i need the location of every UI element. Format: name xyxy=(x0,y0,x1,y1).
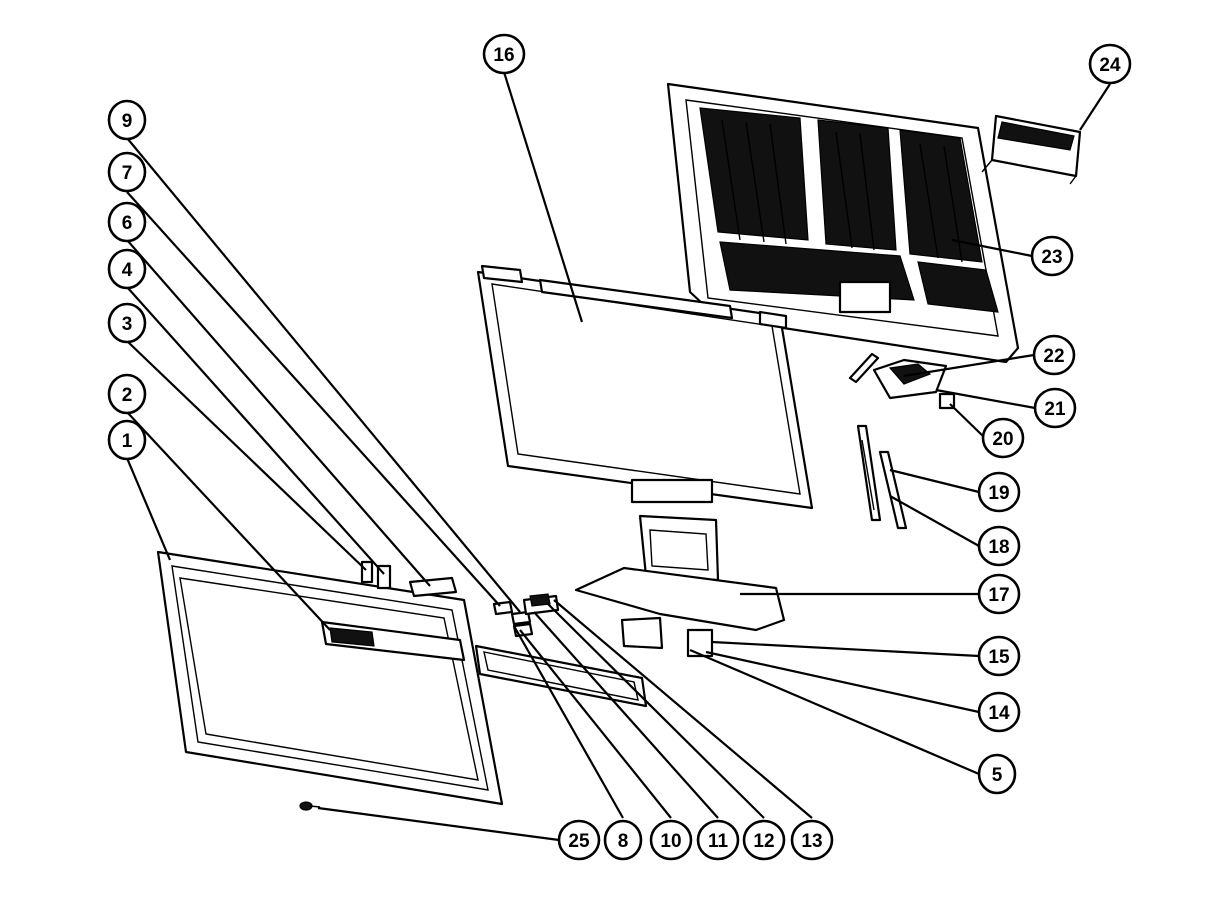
callout-label-14: 14 xyxy=(988,703,1010,724)
callout-5: 5 xyxy=(977,753,1017,795)
callout-8: 8 xyxy=(603,819,643,861)
callout-15: 15 xyxy=(977,635,1021,677)
callout-18: 18 xyxy=(977,525,1021,567)
callout-label-24: 24 xyxy=(1099,55,1121,76)
callout-label-25: 25 xyxy=(568,831,590,852)
leader-3 xyxy=(126,340,367,571)
callout-3: 3 xyxy=(107,302,147,344)
leader-25 xyxy=(317,806,560,842)
leader-lines xyxy=(125,71,1111,842)
callout-label-11: 11 xyxy=(708,831,729,852)
callout-label-5: 5 xyxy=(992,765,1003,786)
callout-label-1: 1 xyxy=(122,431,133,452)
leader-15 xyxy=(711,640,980,658)
part-top-bracket xyxy=(981,114,1082,185)
leader-20 xyxy=(949,403,986,439)
callout-25: 25 xyxy=(557,819,601,861)
leader-14 xyxy=(705,650,980,714)
leader-24 xyxy=(1079,83,1111,131)
callout-label-15: 15 xyxy=(988,647,1010,668)
callout-21: 21 xyxy=(1033,387,1077,429)
callout-label-9: 9 xyxy=(122,111,133,132)
callout-6: 6 xyxy=(107,201,147,243)
callout-label-3: 3 xyxy=(122,314,133,335)
callout-7: 7 xyxy=(107,151,147,193)
leader-2 xyxy=(126,411,331,631)
callout-13: 13 xyxy=(790,819,834,861)
callout-label-19: 19 xyxy=(988,483,1009,504)
leader-13 xyxy=(553,599,813,819)
leader-21 xyxy=(935,388,1036,410)
callout-label-7: 7 xyxy=(122,163,133,184)
part-vertical-bars xyxy=(856,424,908,530)
part-brackets-small xyxy=(848,352,956,410)
leader-7 xyxy=(126,191,501,607)
callout-label-22: 22 xyxy=(1043,346,1064,367)
part-back-cover xyxy=(666,82,1020,364)
leader-19 xyxy=(889,468,980,494)
callout-label-16: 16 xyxy=(493,45,514,66)
callout-10: 10 xyxy=(649,819,693,861)
callout-23: 23 xyxy=(1030,235,1074,277)
leader-6 xyxy=(126,239,431,587)
callout-label-12: 12 xyxy=(753,831,774,852)
callout-4: 4 xyxy=(107,248,147,290)
callout-label-10: 10 xyxy=(660,831,681,852)
callout-label-13: 13 xyxy=(801,831,822,852)
leader-10 xyxy=(519,629,672,819)
part-small-cluster-right xyxy=(492,593,560,638)
leader-5 xyxy=(689,648,980,776)
leader-1 xyxy=(125,457,172,561)
callout-24: 24 xyxy=(1088,43,1132,85)
callout-1: 1 xyxy=(107,419,147,461)
leader-4 xyxy=(126,286,385,575)
leader-9 xyxy=(126,137,521,613)
callout-17: 17 xyxy=(977,573,1021,615)
callout-label-17: 17 xyxy=(988,585,1009,606)
leader-12 xyxy=(547,603,765,819)
callout-11: 11 xyxy=(696,819,740,861)
leader-23 xyxy=(951,238,1033,258)
leader-22 xyxy=(903,353,1035,378)
callout-20: 20 xyxy=(981,417,1025,459)
callout-12: 12 xyxy=(742,819,786,861)
callout-19: 19 xyxy=(977,471,1021,513)
callout-label-18: 18 xyxy=(988,537,1009,558)
leader-16 xyxy=(502,71,584,323)
callout-label-21: 21 xyxy=(1044,399,1066,420)
callout-label-8: 8 xyxy=(618,831,629,852)
callout-2: 2 xyxy=(107,373,147,415)
part-small-cluster-left xyxy=(360,560,458,598)
callout-label-20: 20 xyxy=(992,429,1013,450)
leader-8 xyxy=(513,625,624,819)
callout-9: 9 xyxy=(107,99,147,141)
part-lcd-panel xyxy=(476,264,814,510)
callout-label-2: 2 xyxy=(122,385,133,406)
callout-label-23: 23 xyxy=(1041,247,1062,268)
leader-11 xyxy=(533,611,719,819)
part-screw xyxy=(299,801,321,811)
callout-14: 14 xyxy=(977,691,1021,733)
part-front-bezel xyxy=(156,550,504,806)
callout-22: 22 xyxy=(1032,334,1076,376)
callout-16: 16 xyxy=(482,33,526,75)
callout-label-6: 6 xyxy=(122,213,133,234)
callout-label-4: 4 xyxy=(122,260,133,281)
leader-18 xyxy=(889,495,980,547)
part-stand-base xyxy=(574,514,786,658)
